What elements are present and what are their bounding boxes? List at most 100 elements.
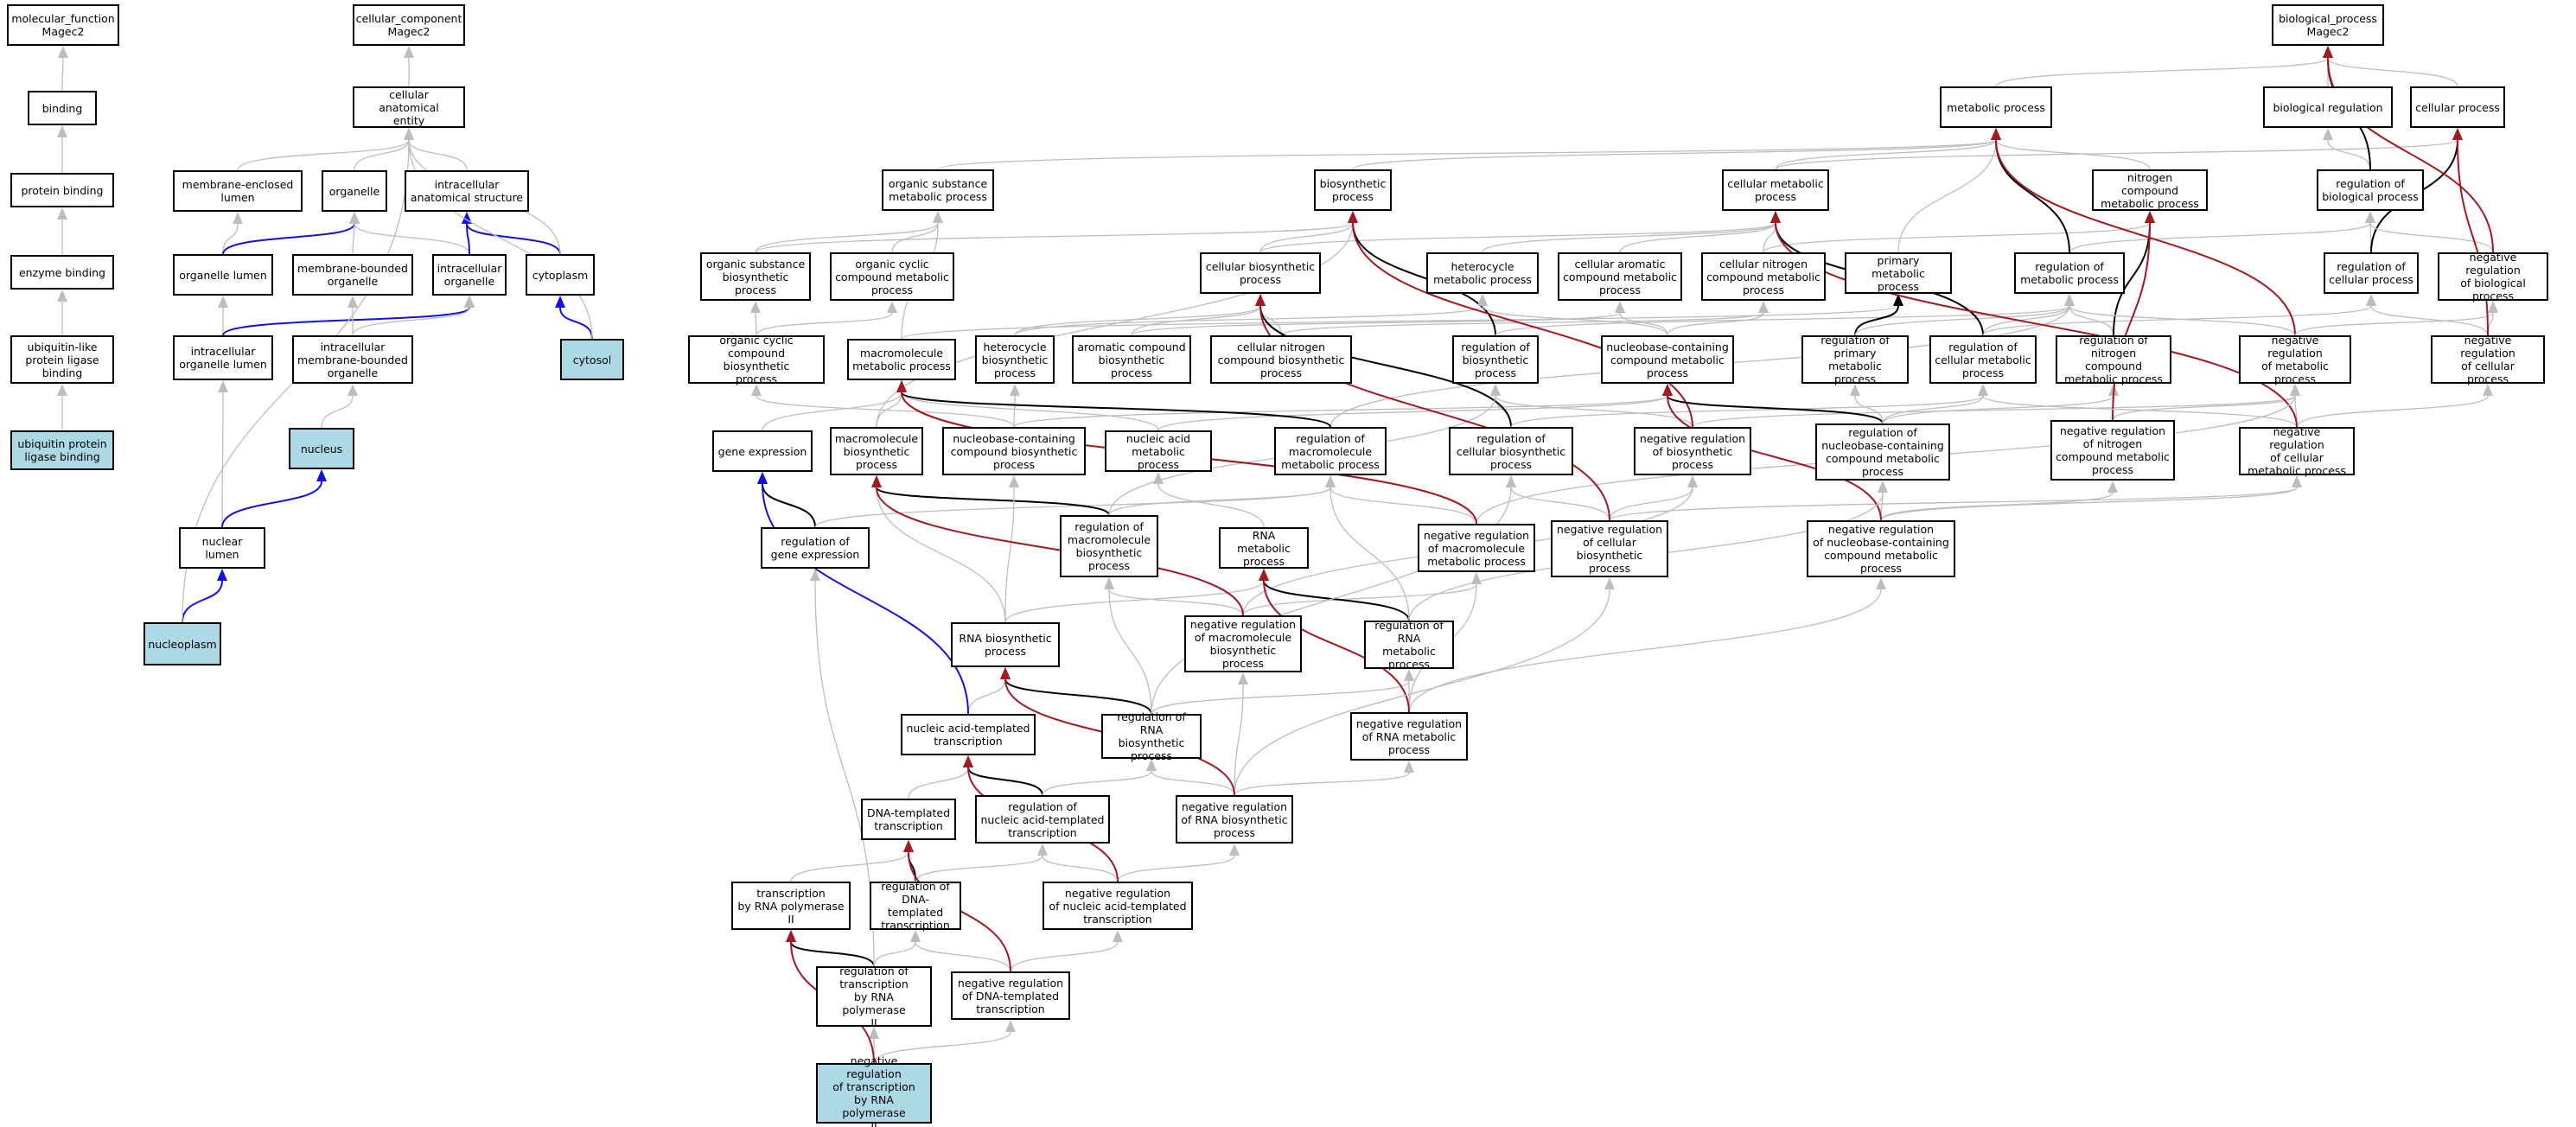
node-cellular-biosynthetic-process[interactable]: cellular biosynthetic process [1200,252,1321,294]
node-cytoplasm[interactable]: cytoplasm [526,254,595,296]
arrowhead-nrcmp-to-cmp [1770,211,1781,223]
node-ubiquitin-like-binding[interactable]: ubiquitin-like protein ligase binding [10,335,114,384]
node-regulation-of-cellular-biosynthetic-process[interactable]: regulation of cellular biosynthetic proc… [1449,427,1573,475]
node-gene-expression[interactable]: gene expression [712,430,813,472]
node-negative-regulation-of-metabolic-process[interactable]: negative regulation of metabolic process [2239,334,2351,385]
node-regulation-of-nitrogen-compound-metabolic-process[interactable]: regulation of nitrogen compound metaboli… [2056,334,2171,385]
edge-nucleoplasm-to-nuclear_lumen [182,580,223,623]
node-intracellular-membrane-bounded-organelle[interactable]: intracellular membrane-bounded organelle [292,335,413,384]
node-organic-substance-metabolic-process[interactable]: organic substance metabolic process [882,169,994,211]
node-nucleobase-containing-compound-metabolic-process[interactable]: nucleobase-containing compound metabolic… [1601,335,1734,384]
node-negative-regulation-of-biological-process[interactable]: negative regulation of biological proces… [2438,251,2548,302]
node-nucleus[interactable]: nucleus [289,428,354,469]
node-regulation-of-dna-templated-transcription[interactable]: regulation of DNA-templated transcriptio… [870,880,961,932]
node-biological-process[interactable]: biological_process Magec2 [2272,4,2384,46]
edge-org_lumen-to-mel [222,223,239,255]
node-negative-regulation-of-rna-metabolic-process[interactable]: negative regulation of RNA metabolic pro… [1350,712,1468,761]
node-organic-cyclic-compound-biosynthetic-process[interactable]: organic cyclic compound biosynthetic pro… [688,334,825,385]
node-negative-regulation-of-nitrogen-compound-metabolic-process[interactable]: negative regulation of nitrogen compound… [2050,420,2175,481]
edge-cncmp-to-ncmp [1763,222,2151,253]
node-intracellular-organelle[interactable]: intracellular organelle [432,254,507,296]
node-nuclear-lumen[interactable]: nuclear lumen [179,527,265,569]
node-cellular-anatomical-entity[interactable]: cellular anatomical entity [353,86,465,128]
node-regulation-of-rna-biosynthetic-process[interactable]: regulation of RNA biosynthetic process [1101,710,1202,762]
node-regulation-of-macromolecule-metabolic-process[interactable]: regulation of macromolecule metabolic pr… [1274,427,1387,475]
node-cellular-component[interactable]: cellular_component Magec2 [353,4,465,46]
node-negative-regulation-of-rna-biosynthetic-process[interactable]: negative regulation of RNA biosynthetic … [1176,795,1293,844]
node-dna-templated-transcription[interactable]: DNA-templated transcription [861,799,956,840]
edge-rrnabp-to-rmbp [1108,589,1152,715]
node-nitrogen-compound-metabolic-process[interactable]: nitrogen compound metabolic process [2092,169,2208,211]
node-regulation-of-nucleic-acid-templated-transcription[interactable]: regulation of nucleic acid-templated tra… [975,795,1110,844]
node-negative-regulation-of-macromolecule-biosynthetic-process[interactable]: negative regulation of macromolecule bio… [1184,615,1302,672]
node-regulation-of-macromolecule-biosynthetic-process[interactable]: regulation of macromolecule biosynthetic… [1060,515,1158,577]
node-negative-regulation-of-macromolecule-metabolic-process[interactable]: negative regulation of macromolecule met… [1418,524,1535,572]
node-nucleoplasm[interactable]: nucleoplasm [143,622,221,665]
arrowhead-nrnatt-to-rnatt [1037,844,1048,856]
arrowhead-nccbp-to-hbp [1010,384,1020,396]
node-macromolecule-metabolic-process[interactable]: macromolecule metabolic process [847,339,956,380]
node-rna-metabolic-process[interactable]: RNA metabolic process [1219,527,1309,569]
node-regulation-of-cellular-process[interactable]: regulation of cellular process [2324,252,2419,294]
node-organic-cyclic-compound-metabolic-process[interactable]: organic cyclic compound metabolic proces… [830,252,954,301]
node-heterocycle-metabolic-process[interactable]: heterocycle metabolic process [1426,252,1539,294]
node-regulation-of-gene-expression[interactable]: regulation of gene expression [761,527,870,569]
node-negative-regulation-of-dna-templated-transcription[interactable]: negative regulation of DNA-templated tra… [951,971,1070,1020]
node-negative-regulation-of-cellular-biosynthetic-process[interactable]: negative regulation of cellular biosynth… [1551,520,1668,577]
arrowhead-nrmmp-to-mmp [896,380,907,392]
node-nucleobase-containing-compound-biosynthetic-process[interactable]: nucleobase-containing compound biosynthe… [942,427,1086,475]
node-cellular-nitrogen-compound-biosynthetic-process[interactable]: cellular nitrogen compound biosynthetic … [1210,335,1352,384]
node-regulation-of-primary-metabolic-process[interactable]: regulation of primary metabolic process [1801,334,1909,385]
edge-rnabp-to-rnamp [1004,580,1265,623]
node-nucleic-acid-metabolic-process[interactable]: nucleic acid metabolic process [1105,430,1212,472]
node-transcription-by-rna-polymerase-ii[interactable]: transcription by RNA polymerase II [731,882,851,930]
node-aromatic-compound-biosynthetic-process[interactable]: aromatic compound biosynthetic process [1072,335,1191,384]
node-membrane-bounded-organelle[interactable]: membrane-bounded organelle [292,254,413,296]
node-organelle[interactable]: organelle [322,170,387,212]
node-negative-regulation-of-nucleic-acid-templated-transcription[interactable]: negative regulation of nucleic acid-temp… [1043,882,1193,930]
node-ubiquitin-protein-ligase-binding[interactable]: ubiquitin protein ligase binding [10,430,114,470]
node-enzyme-binding[interactable]: enzyme binding [10,255,114,290]
node-organic-substance-biosynthetic-process[interactable]: organic substance biosynthetic process [700,252,811,301]
node-macromolecule-biosynthetic-process[interactable]: macromolecule biosynthetic process [830,427,923,475]
node-nucleic-acid-templated-transcription[interactable]: nucleic acid-templated transcription [901,714,1036,755]
node-cellular-aromatic-compound-metabolic-process[interactable]: cellular aromatic compound metabolic pro… [1558,252,1682,301]
node-cellular-process[interactable]: cellular process [2410,86,2505,128]
node-regulation-of-metabolic-process[interactable]: regulation of metabolic process [2014,252,2125,294]
node-negative-regulation-of-nucleobase-containing-compound-metabolic-process[interactable]: negative regulation of nucleobase-contai… [1807,520,1955,577]
node-intracellular-organelle-lumen[interactable]: intracellular organelle lumen [173,335,273,380]
node-cellular-nitrogen-compound-metabolic-process[interactable]: cellular nitrogen compound metabolic pro… [1701,252,1826,301]
node-regulation-of-nucleobase-containing-compound-metabolic-process[interactable]: regulation of nucleobase-containing comp… [1815,423,1950,481]
node-molecular-function[interactable]: molecular_function Magec2 [7,4,119,46]
node-regulation-of-rna-metabolic-process[interactable]: regulation of RNA metabolic process [1364,619,1454,671]
node-negative-regulation-of-transcription-by-rna-polymerase-ii[interactable]: negative regulation of transcription by … [816,1054,932,1127]
node-primary-metabolic-process[interactable]: primary metabolic process [1845,252,1952,294]
node-biosynthetic-process[interactable]: biosynthetic process [1314,169,1392,211]
edge-rge-to-gene_expr [762,483,816,528]
node-regulation-of-biological-process[interactable]: regulation of biological process [2317,169,2424,211]
edge-rmp-to-rbp [2069,222,2371,253]
node-biological-regulation[interactable]: biological regulation [2263,86,2393,128]
node-negative-regulation-of-cellular-metabolic-process[interactable]: negative regulation of cellular metaboli… [2239,425,2355,477]
node-negative-regulation-of-biosynthetic-process[interactable]: negative regulation of biosynthetic proc… [1634,427,1751,475]
node-cytosol[interactable]: cytosol [560,339,624,380]
node-organelle-lumen[interactable]: organelle lumen [173,254,273,296]
node-intracellular-anatomical-structure[interactable]: intracellular anatomical structure [405,170,529,212]
node-rna-biosynthetic-process[interactable]: RNA biosynthetic process [951,622,1060,667]
node-membrane-enclosed-lumen[interactable]: membrane-enclosed lumen [173,170,303,212]
node-cellular-metabolic-process[interactable]: cellular metabolic process [1722,169,1829,211]
node-regulation-of-biosynthetic-process[interactable]: regulation of biosynthetic process [1452,335,1539,384]
node-negative-regulation-of-cellular-process[interactable]: negative regulation of cellular process [2431,334,2545,385]
node-heterocycle-biosynthetic-process[interactable]: heterocycle biosynthetic process [975,335,1055,384]
arrowhead-io-to-organelle [349,212,360,224]
arrowhead-rrnabp-to-rmbp [1104,577,1114,589]
edge-acbp-to-cacmp [1131,312,1621,336]
node-regulation-of-cellular-metabolic-process[interactable]: regulation of cellular metabolic process [1929,335,2037,384]
edge-hbp-to-cbp [1014,305,1261,336]
edge-mmp-to-pmp [901,305,1899,340]
arrowhead-rrnamp-to-rnccmp [1878,481,1888,493]
node-binding[interactable]: binding [28,91,97,125]
node-protein-binding[interactable]: protein binding [10,173,114,207]
node-regulation-of-transcription-by-rna-polymerase-ii[interactable]: regulation of transcription by RNA polym… [816,965,932,1029]
node-metabolic-process[interactable]: metabolic process [1940,86,2052,128]
